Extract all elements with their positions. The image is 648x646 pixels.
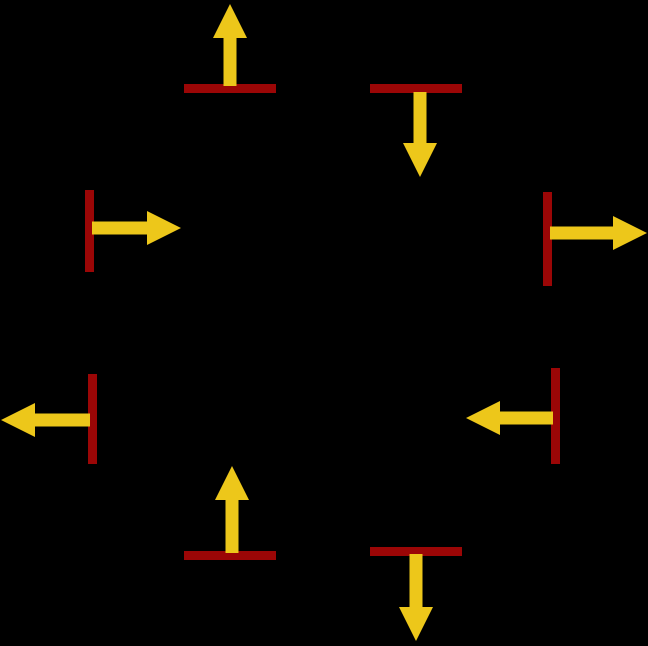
velocity-arrow-down-bottom-right [399,554,433,641]
rod-top-left-group [184,4,276,93]
rod-top-right [370,84,462,93]
rod-left-lower-group [1,374,97,464]
velocity-arrow-right-left-upper [92,211,181,245]
rod-bottom-right-group [370,547,462,641]
rod-top-left [184,84,276,93]
rod-left-lower [88,374,97,464]
velocity-arrow-up-bottom-left [215,466,249,553]
velocity-arrow-left-left-lower [1,403,90,437]
velocity-arrow-down-top-right [403,92,437,177]
rod-right-upper [543,192,552,286]
rod-bottom-right [370,547,462,556]
rod-top-right-group [370,84,462,177]
rod-bottom-left [184,551,276,560]
velocity-arrow-left-right-lower [466,401,553,435]
rod-right-upper-group [543,192,647,286]
rod-bottom-left-group [184,466,276,560]
rod-left-upper [85,190,94,272]
rod-right-lower-group [466,368,560,464]
velocity-arrow-right-right-upper [550,216,647,250]
rod-right-lower [551,368,560,464]
velocity-arrow-up-top-left [213,4,247,86]
rod-left-upper-group [85,190,181,272]
